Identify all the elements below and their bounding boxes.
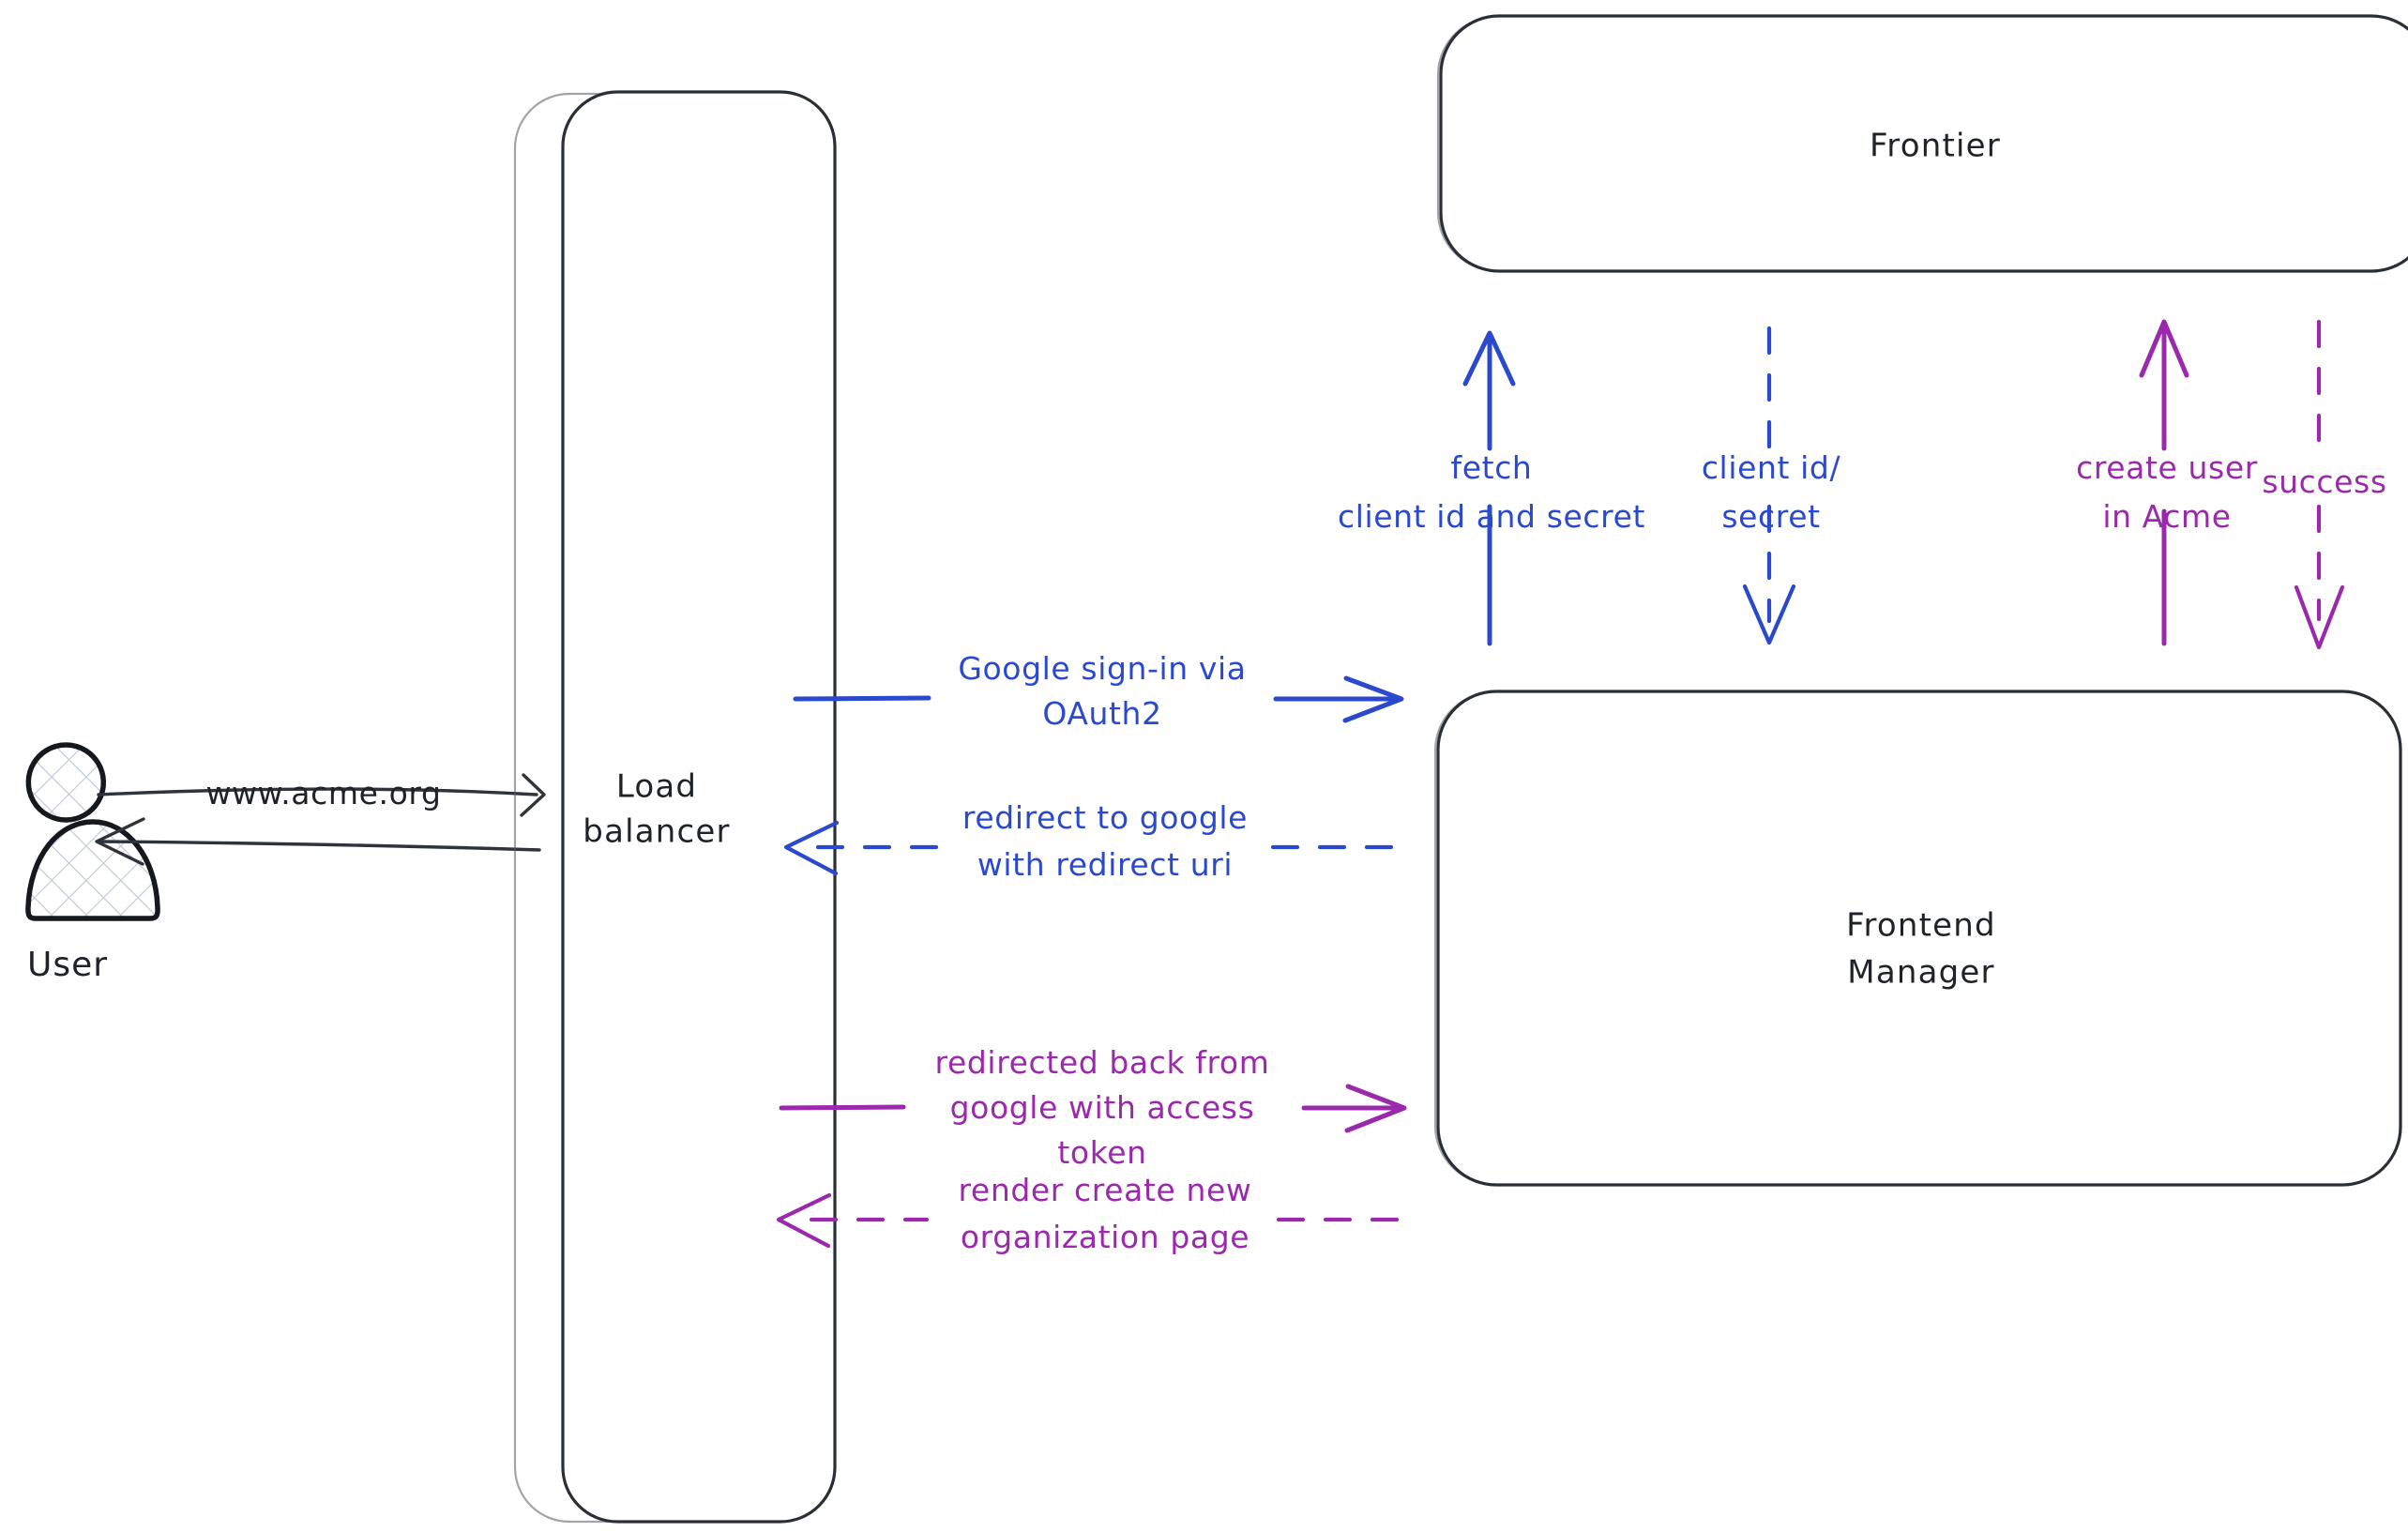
edge-success[interactable]: success [2262,319,2386,650]
edge-user-to-lb-label: www.acme.org [205,775,441,812]
edge-client-id-secret-label-line2: secret [1721,498,1820,535]
edge-google-signin-label-line2: OAuth2 [1042,695,1161,732]
edge-token-label-line1: redirected back from [935,1044,1270,1081]
edge-lb-to-user[interactable] [95,817,541,866]
actor-user-label: User [27,946,108,984]
edge-render-org-label-line1: render create new [958,1172,1251,1208]
edge-token-label-line3: token [1057,1134,1146,1171]
edge-create-user-in-acme[interactable]: create user in Acme [2076,319,2258,646]
edge-render-org-label-line2: organization page [961,1219,1249,1255]
edge-client-id-secret-label-line1: client id/ [1702,449,1841,486]
edge-client-id-secret[interactable]: client id/ secret [1702,326,1841,645]
node-load-balancer-label-line1: Load [616,768,697,806]
edge-redirect-to-google-label-line1: redirect to google [962,799,1248,836]
edge-success-label: success [2262,463,2386,500]
edge-redirect-to-google[interactable]: redirect to google with redirect uri [783,799,1402,883]
edge-fetch-label-line1: fetch [1451,449,1533,486]
edge-fetch-label-line2: client id and secret [1338,498,1645,535]
node-frontend-manager-label-line1: Frontend [1846,907,1996,945]
node-frontier[interactable]: Frontier [1436,14,2408,273]
node-frontier-label: Frontier [1870,128,2001,165]
actor-user[interactable]: User [25,742,160,984]
edge-user-to-lb[interactable]: www.acme.org [97,773,546,817]
node-frontend-manager-label-line2: Manager [1847,954,1994,992]
edge-google-signin-oauth2[interactable]: Google sign-in via OAuth2 [793,650,1404,732]
edge-redirect-to-google-label-line2: with redirect uri [977,846,1233,883]
node-load-balancer-label-line2: balancer [583,813,730,851]
node-frontend-manager[interactable]: Frontend Manager [1433,690,2402,1187]
edge-token-label-line2: google with access [950,1089,1255,1126]
edge-google-signin-label-line1: Google sign-in via [958,650,1246,687]
edge-create-user-label-line1: create user [2076,449,2258,486]
edge-create-user-label-line2: in Acme [2102,498,2231,535]
node-load-balancer[interactable]: Load balancer [513,90,837,1524]
edge-redirected-back-with-token[interactable]: redirected back from google with access … [779,1044,1407,1171]
edge-fetch-client-id-and-secret[interactable]: fetch client id and secret [1338,330,1645,646]
person-icon [25,742,160,921]
edge-render-create-new-org[interactable]: render create new organization page [776,1172,1410,1255]
